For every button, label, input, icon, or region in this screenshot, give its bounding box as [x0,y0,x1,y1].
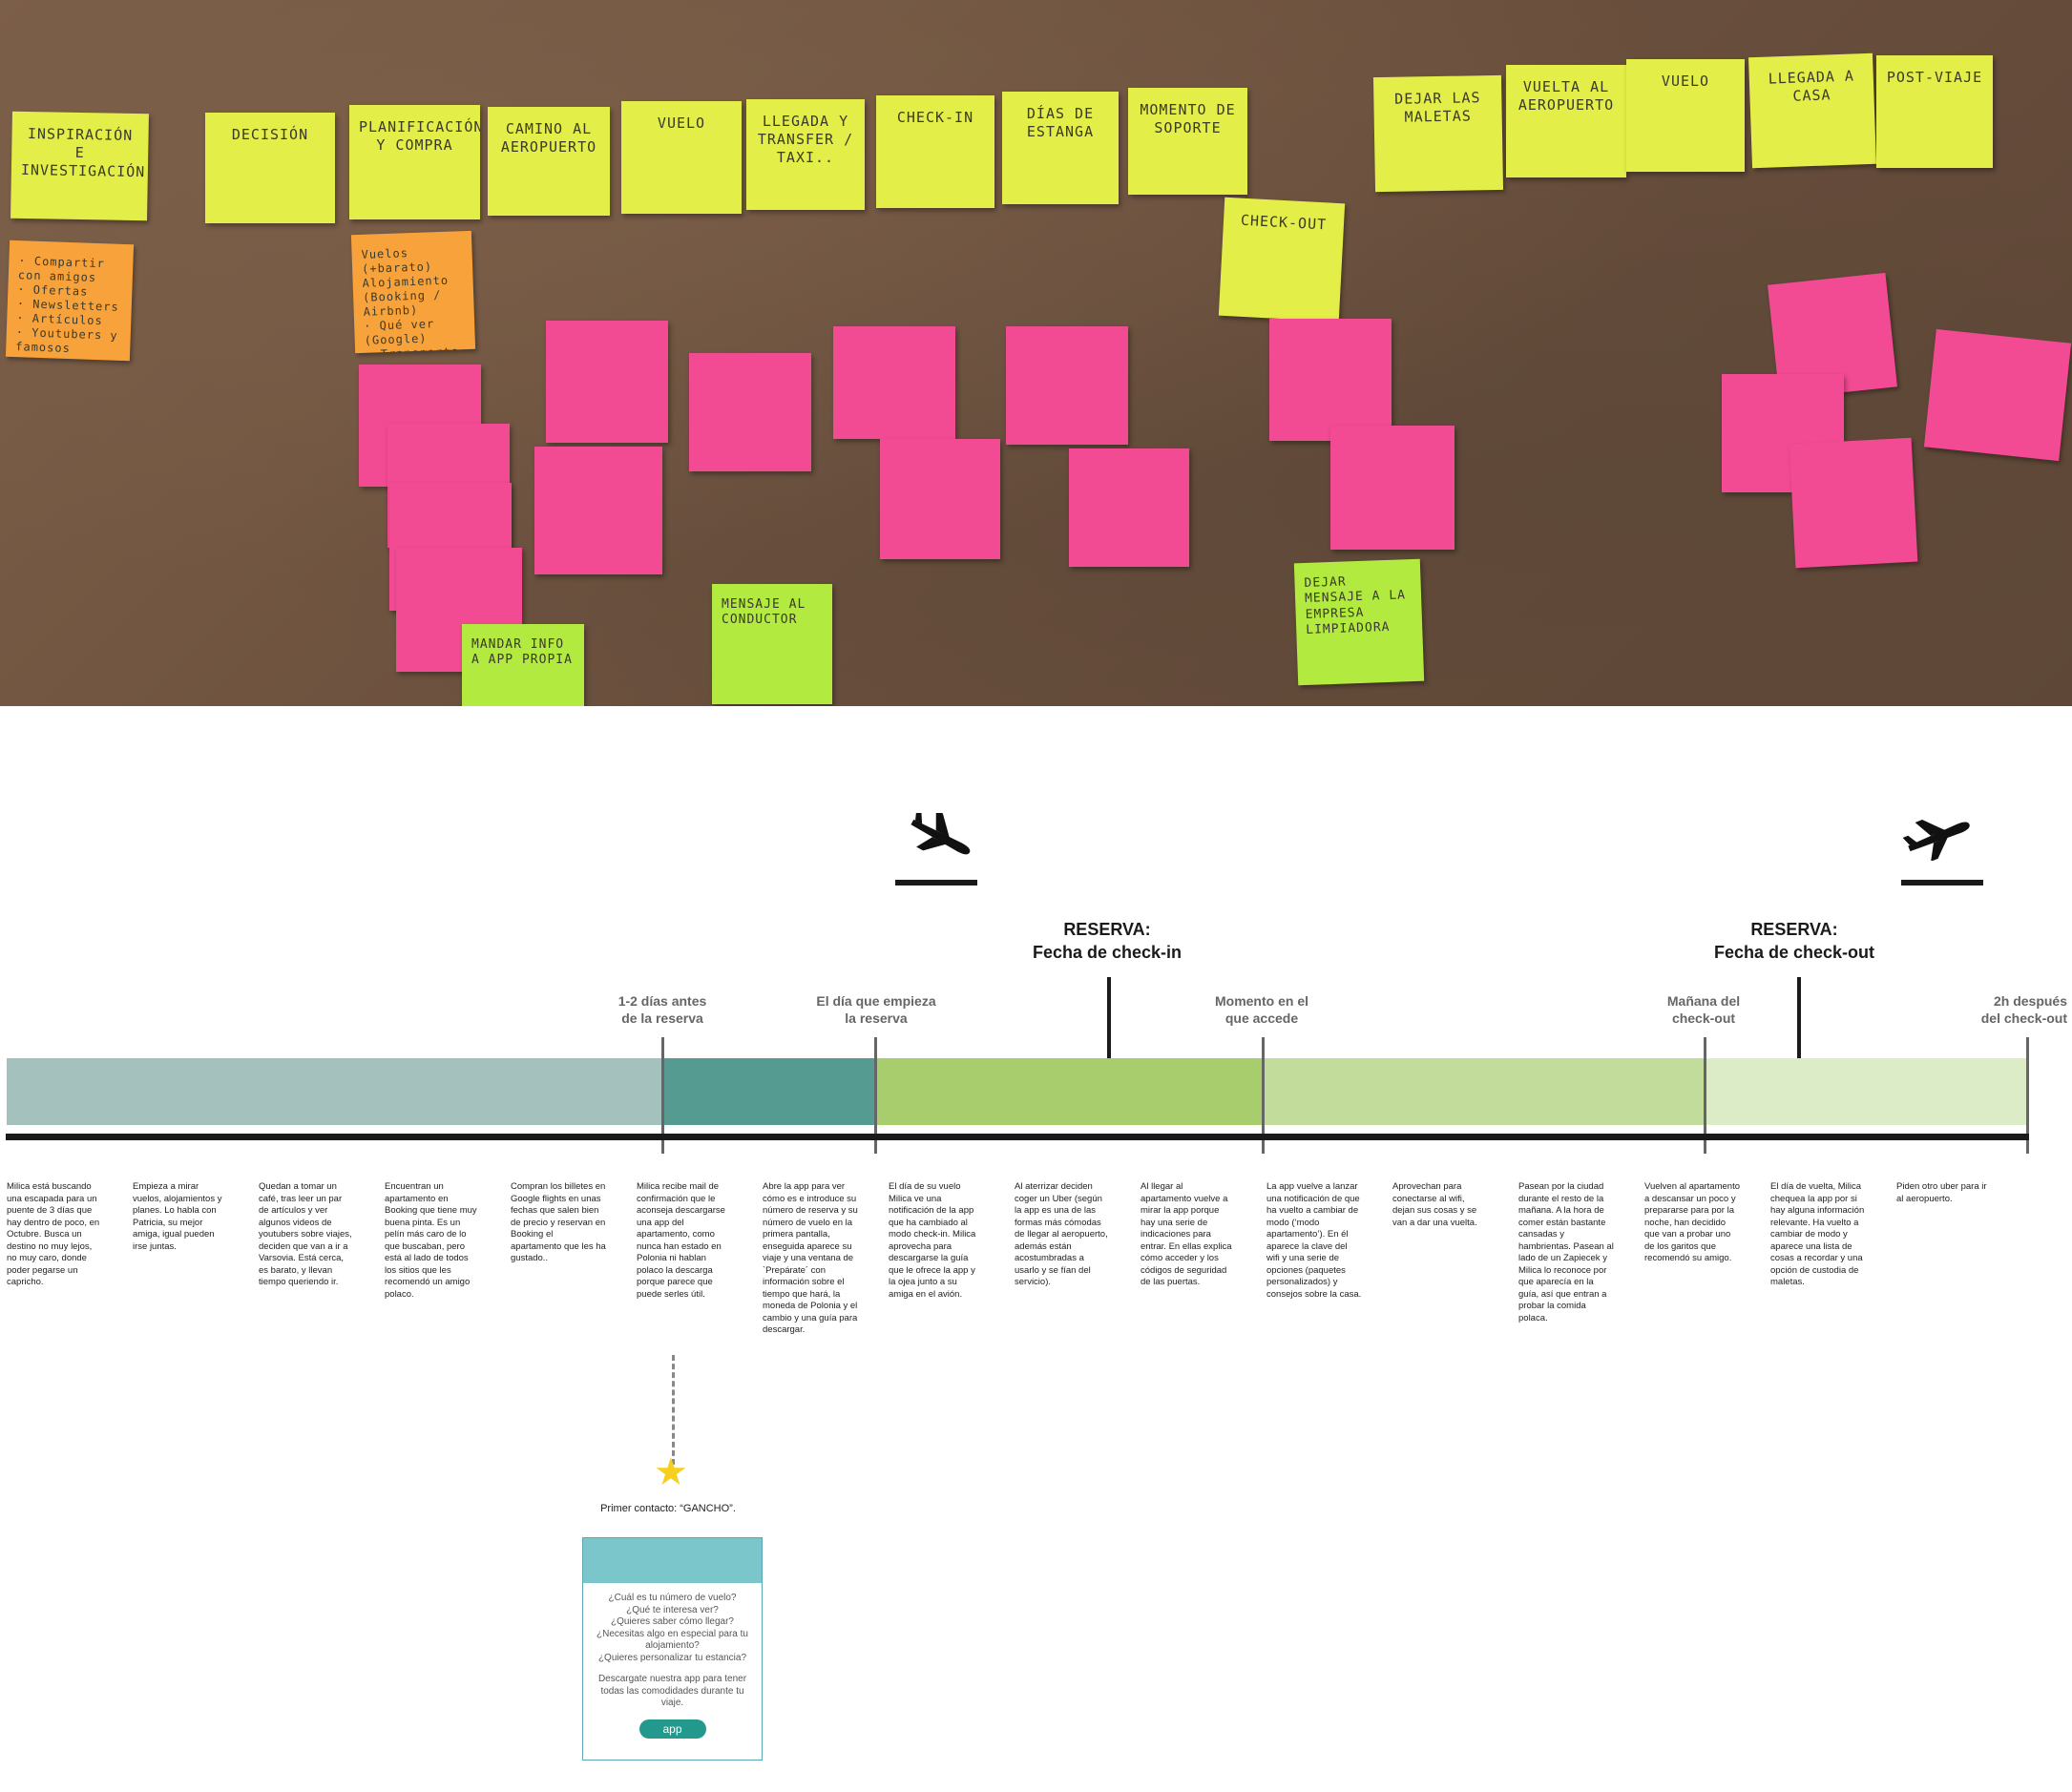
green-note: Mensaje al conductor [712,584,832,704]
step-description: Al aterrizar deciden coger un Uber (segú… [1015,1181,1108,1287]
timeline-tick [2026,1037,2029,1154]
stage-note: Decisión [205,113,335,223]
download-app-button[interactable]: app [638,1719,706,1739]
stage-note: Momento de soporte [1128,88,1247,195]
step-description: Milica recibe mail de confirmación que l… [637,1181,725,1300]
step-description: Compran los billetes en Google flights e… [511,1181,606,1263]
pink-note [689,353,811,471]
sticky-notes-photo: Inspiración e investigación Decisión Pla… [0,0,2072,706]
reserva-checkin-line [1107,977,1111,1059]
reserva-checkout-subtitle: Fecha de check-out [1713,943,1875,962]
pink-note [1269,319,1392,441]
reserva-checkout-title: RESERVA: [1750,920,1838,939]
app-promo-questions: ¿Cuál es tu número de vuelo? ¿Qué te int… [596,1593,748,1663]
plane-takeoff-underline [1901,880,1983,886]
marker-label: El día que empieza la reserva [816,993,936,1026]
timeline-tick [1262,1037,1265,1154]
timeline-tick [1704,1037,1706,1154]
stage-note: Llegada y transfer / taxi.. [746,99,865,210]
step-description: Al llegar al apartamento vuelve a mirar … [1141,1181,1232,1287]
step-description: Pasean por la ciudad durante el resto de… [1518,1181,1614,1323]
reserva-checkout-line [1797,977,1801,1059]
green-note: Dejar mensaje a la empresa limpiadora [1293,558,1425,686]
app-promo-card: ¿Cuál es tu número de vuelo? ¿Qué te int… [582,1537,763,1761]
pink-note [1330,426,1455,550]
step-description: Quedan a tomar un café, tras leer un par… [259,1181,352,1287]
step-description: Piden otro uber para ir al aeropuerto. [1896,1181,1987,1204]
orange-note: Vuelos (+barato) Alojamiento (Booking / … [350,230,476,354]
stage-note: Check-out [1218,197,1346,323]
step-description: Encuentran un apartamento en Booking que… [385,1181,477,1300]
stage-note: Días de estanga [1002,92,1119,204]
stage-note: Dejar las maletas [1372,74,1504,193]
pink-note [534,447,662,574]
step-description: Abre la app para ver cómo es e introduce… [763,1181,858,1335]
marker-label: Momento en el que accede [1214,993,1308,1026]
orange-note: · Compartir con amigos · Ofertas · Newsl… [5,240,135,362]
step-description: Empieza a mirar vuelos, alojamientos y p… [133,1181,222,1252]
stage-note: Vuelo [621,101,742,214]
marker-label: Mañana del check-out [1666,993,1741,1026]
timeline-axis [6,1134,2029,1140]
timeline-segment-1 [7,1058,662,1125]
timeline-segment-4 [1263,1058,1705,1125]
stage-note: Vuelta al aeropuerto [1506,65,1626,177]
stage-note: Post-viaje [1876,55,1993,168]
marker-label: 2h después del check-out [1980,993,2067,1026]
app-promo-cta: Descargate nuestra app para tener todas … [597,1674,747,1708]
stage-note: Llegada a casa [1748,52,1876,169]
step-description: Vuelven al apartamento a descansar un po… [1644,1181,1740,1263]
pink-note [1006,326,1128,445]
pink-note [833,326,955,439]
stage-note: Inspiración e investigación [10,111,149,221]
marker-label: 1-2 días antes de la reserva [617,993,707,1026]
plane-landing-icon [910,813,971,855]
plane-landing-underline [895,880,977,886]
pink-note [880,439,1000,559]
stage-note: Vuelo [1626,59,1745,172]
plane-takeoff-icon [1903,820,1970,861]
step-description: La app vuelve a lanzar una notificación … [1266,1181,1362,1300]
step-description: El día de vuelta, Milica chequea la app … [1770,1181,1865,1287]
timeline-segment-2 [662,1058,875,1125]
reserva-checkin-label: RESERVA: Fecha de check-in [993,918,1222,964]
green-note: Mandar info a app propia [462,624,584,706]
first-contact-label: Primer contacto: “GANCHO”. [600,1503,736,1514]
pink-note [1789,437,1918,569]
step-description: Aprovechan para conectarse al wifi, deja… [1392,1181,1477,1228]
step-description: El día de su vuelo Milica ve una notific… [889,1181,976,1300]
app-promo-card-header [583,1538,762,1583]
reserva-checkin-subtitle: Fecha de check-in [1032,943,1183,962]
reserva-checkout-label: RESERVA: Fecha de check-out [1680,918,1909,964]
pink-note [546,321,668,443]
star-icon: ★ [654,1451,688,1493]
first-contact-connector [672,1355,675,1465]
timeline-tick [874,1037,877,1154]
pink-note [1069,448,1189,567]
timeline-segment-3 [875,1058,1263,1125]
pink-note [1923,328,2072,462]
reserva-checkin-title: RESERVA: [1063,920,1151,939]
stage-note: Planificación y compra [349,105,480,219]
timeline-tick [661,1037,664,1154]
step-description: Milica está buscando una escapada para u… [7,1181,100,1287]
stage-note: Check-in [876,95,994,208]
stage-note: Camino al aeropuerto [488,107,610,216]
timeline-segment-5 [1705,1058,2029,1125]
